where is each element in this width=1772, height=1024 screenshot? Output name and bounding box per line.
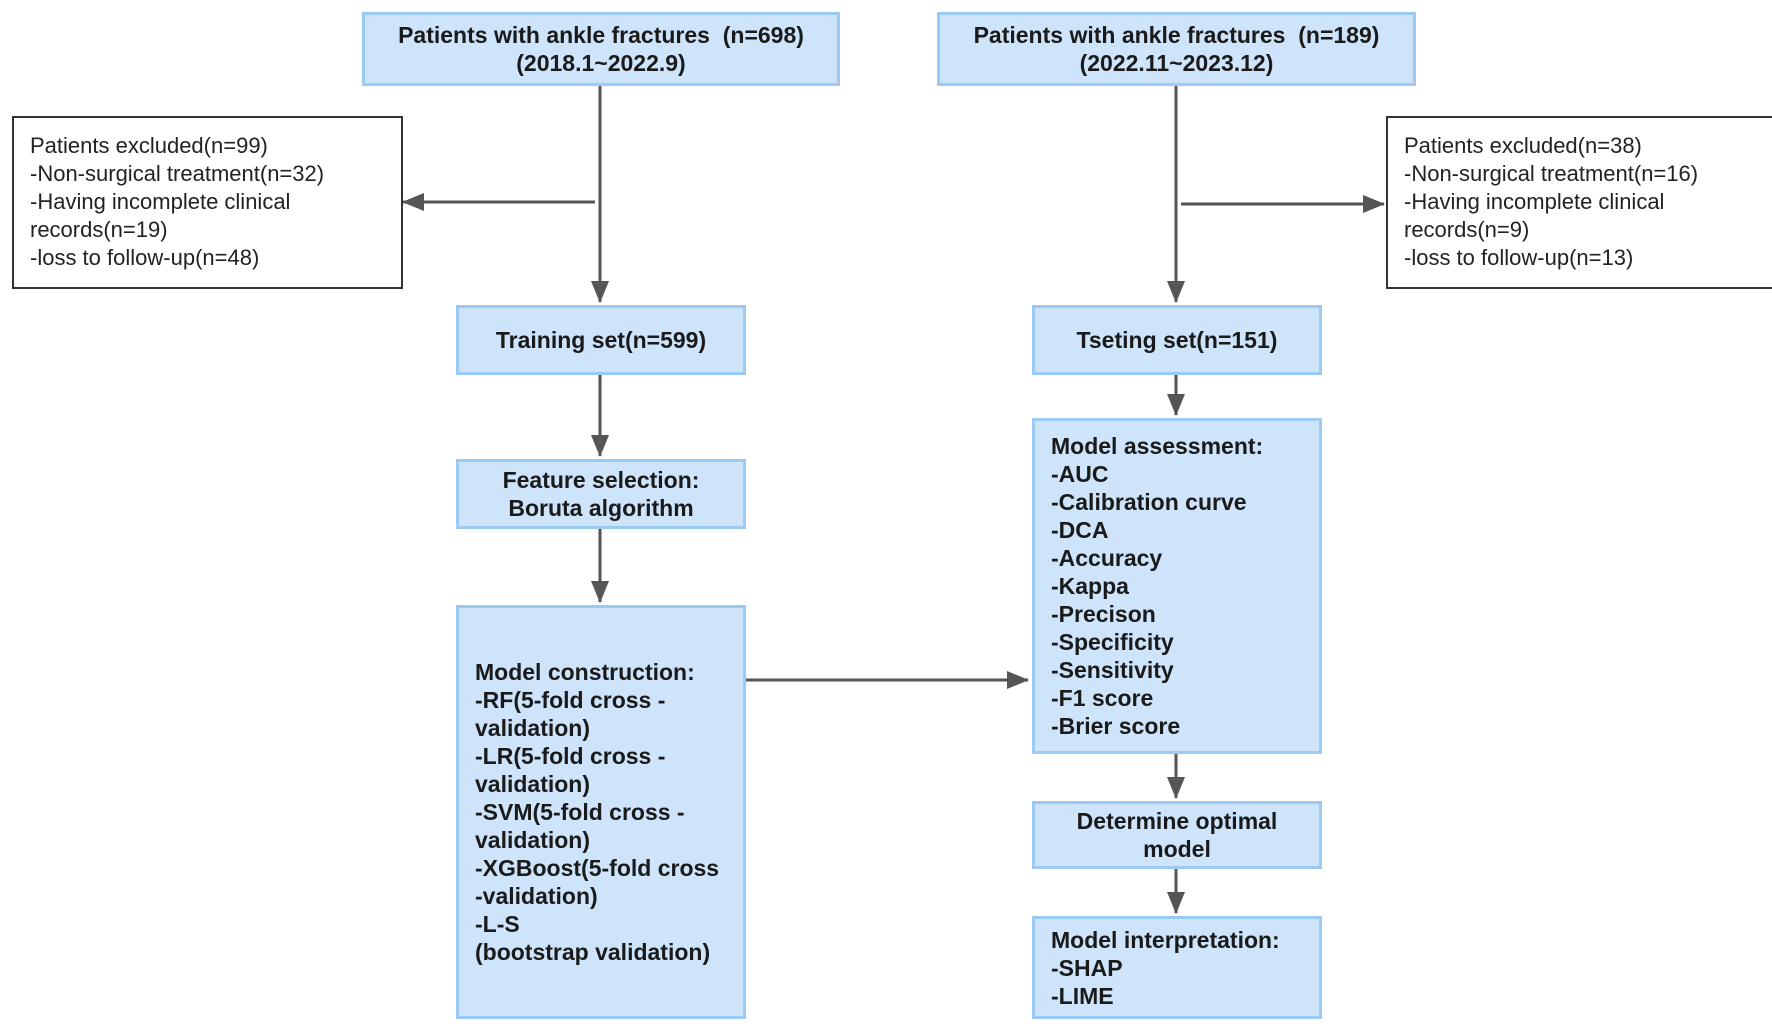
model-construction-item: validation) (475, 771, 591, 797)
model-assessment-item: -Precison (1051, 601, 1156, 627)
left-exclusion-line: -Non-surgical treatment(n=32) (30, 161, 325, 186)
left-exclusion-line: -Having incomplete clinical (30, 189, 291, 214)
model-assessment-item: -F1 score (1051, 685, 1154, 711)
model-construction-item: (bootstrap validation) (475, 939, 711, 965)
left-exclusion-line: -loss to follow-up(n=48) (30, 245, 260, 270)
testing-set-box: Tseting set(n=151) (1032, 305, 1322, 375)
determine-optimal-line: Determine optimal (1076, 808, 1278, 834)
model-assessment-item: -DCA (1051, 517, 1109, 543)
model-assessment-item: -Calibration curve (1051, 489, 1247, 515)
left-exclusion-box: Patients excluded(n=99) -Non-surgical tr… (12, 116, 403, 289)
model-assessment-title: Model assessment: (1051, 433, 1264, 459)
model-construction-item: -SVM(5-fold cross - (475, 799, 685, 825)
left-exclusion-line: records(n=19) (30, 217, 168, 242)
model-assessment-item: -Sensitivity (1051, 657, 1174, 683)
model-construction-item: -XGBoost(5-fold cross (475, 855, 720, 881)
training-set-box: Training set(n=599) (456, 305, 746, 375)
right-exclusion-line: records(n=9) (1404, 217, 1530, 242)
model-assessment-box: Model assessment: -AUC -Calibration curv… (1032, 418, 1322, 754)
right-exclusion-line: -Having incomplete clinical (1404, 189, 1665, 214)
left-source-box: Patients with ankle fractures (n=698) (2… (362, 12, 840, 86)
right-exclusion-box: Patients excluded(n=38) -Non-surgical tr… (1386, 116, 1772, 289)
model-construction-item: validation) (475, 715, 591, 741)
right-source-dates: (2022.11~2023.12) (1079, 50, 1274, 76)
model-assessment-item: -Specificity (1051, 629, 1174, 655)
determine-optimal-box: Determine optimal model (1032, 801, 1322, 869)
determine-optimal-line: model (1143, 836, 1211, 862)
model-construction-box: Model construction: -RF(5-fold cross - v… (456, 605, 746, 1019)
left-source-title: Patients with ankle fractures (n=698) (398, 22, 804, 48)
model-interpretation-title: Model interpretation: (1051, 926, 1280, 953)
right-exclusion-line: Patients excluded(n=38) (1404, 133, 1642, 158)
model-assessment-item: -Accuracy (1051, 545, 1163, 571)
training-set-label: Training set(n=599) (495, 327, 707, 353)
right-exclusion-line: -loss to follow-up(n=13) (1404, 245, 1634, 270)
model-interpretation-item: -LIME (1051, 982, 1114, 1009)
testing-set-label: Tseting set(n=151) (1076, 327, 1278, 353)
feature-selection-box: Feature selection: Boruta algorithm (456, 459, 746, 529)
model-assessment-item: -Kappa (1051, 573, 1129, 599)
model-construction-item: validation) (475, 827, 591, 853)
model-assessment-item: -AUC (1051, 461, 1109, 487)
feature-selection-method: Boruta algorithm (508, 495, 694, 521)
left-source-dates: (2018.1~2022.9) (516, 50, 686, 76)
model-construction-item: -LR(5-fold cross - (475, 743, 666, 769)
model-construction-item: -validation) (475, 883, 598, 909)
right-source-title: Patients with ankle fractures (n=189) (973, 22, 1380, 48)
model-interpretation-item: -SHAP (1051, 954, 1123, 981)
model-construction-item: -RF(5-fold cross - (475, 687, 666, 713)
model-interpretation-box: Model interpretation: -SHAP -LIME (1032, 916, 1322, 1019)
feature-selection-title: Feature selection: (502, 467, 700, 493)
model-construction-item: -L-S (475, 911, 520, 937)
model-assessment-item: -Brier score (1051, 713, 1181, 739)
model-construction-title: Model construction: (475, 659, 695, 685)
left-exclusion-line: Patients excluded(n=99) (30, 133, 268, 158)
right-exclusion-line: -Non-surgical treatment(n=16) (1404, 161, 1699, 186)
right-source-box: Patients with ankle fractures (n=189) (2… (937, 12, 1416, 86)
